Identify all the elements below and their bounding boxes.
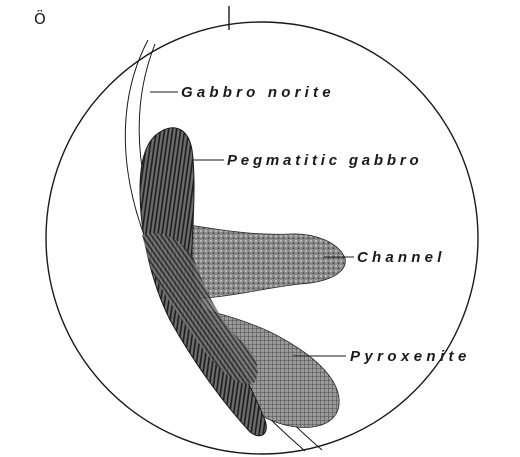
channel-label: Channel — [357, 249, 446, 266]
pyroxenite-label: Pyroxenite — [350, 348, 471, 365]
pegmatitic-gabbro-label: Pegmatitic gabbro — [227, 152, 422, 169]
panel-label: Ö — [34, 9, 46, 28]
gabbro-norite-label: Gabbro norite — [181, 84, 335, 101]
